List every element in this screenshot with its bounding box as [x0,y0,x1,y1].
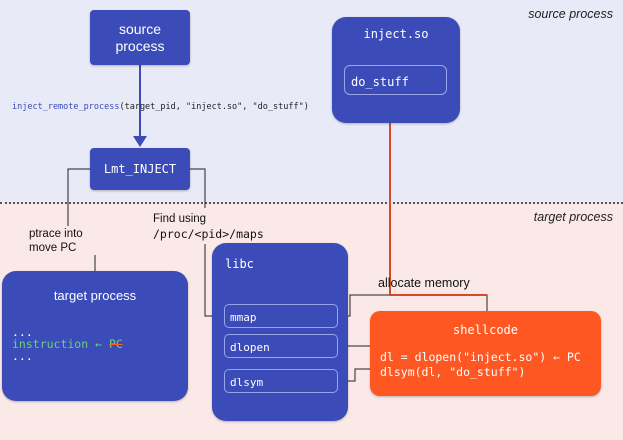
shellcode-title: shellcode [452,323,519,337]
libc-box: libc mmap dlopen dlsym [212,243,348,421]
libc-fn-dlsym: dlsym [224,369,338,393]
ptrace-label: ptrace into move PC [29,228,83,254]
inject-call-fn: inject_remote_process [12,102,120,112]
source-region-label: source process [528,7,613,21]
lmt-inject-box: Lmt_INJECT [90,148,190,190]
shellcode-line-2: dlsym(dl, "do_stuff") [380,365,526,379]
shellcode-line-1: dl = dlopen("inject.so") ← PC [380,350,581,364]
inject-so-box: inject.so do_stuff [332,17,460,123]
target-process-box: target process ... instruction ← PC ... [2,271,188,401]
code-line-3: ... [12,349,33,363]
maps-path-label: /proc/<pid>/maps [153,227,264,241]
target-process-title: target process [53,288,137,303]
do-stuff-symbol: do_stuff [344,65,447,95]
target-region-label: target process [533,210,613,224]
code-line-1: ... [12,325,33,339]
pc-strikethrough: PC [108,337,123,351]
source-process-box: source process [90,10,190,65]
instruction-text: instruction [12,337,89,351]
find-using-label: Find using [153,213,207,225]
pc-arrow: ← [95,337,103,351]
lmt-to-ptrace-line [67,168,90,226]
shellcode-box: shellcode dl = dlopen("inject.so") ← PC … [370,311,601,396]
code-line-instruction: instruction ← PC [12,337,123,351]
inject-so-wire [389,123,487,296]
libc-title: libc [225,257,254,271]
source-to-lmt-arrowhead [133,136,147,147]
libc-fn-mmap: mmap [224,304,338,328]
inject-so-title: inject.so [363,27,429,41]
lmt-to-find-line [190,168,206,208]
inject-call-args: (target_pid, "inject.so", "do_stuff") [119,102,309,112]
allocate-memory-label: allocate memory [378,276,470,290]
libc-fn-dlopen: dlopen [224,334,338,358]
inject-call-text: inject_remote_process(target_pid, "injec… [12,102,309,112]
process-boundary [0,202,623,204]
